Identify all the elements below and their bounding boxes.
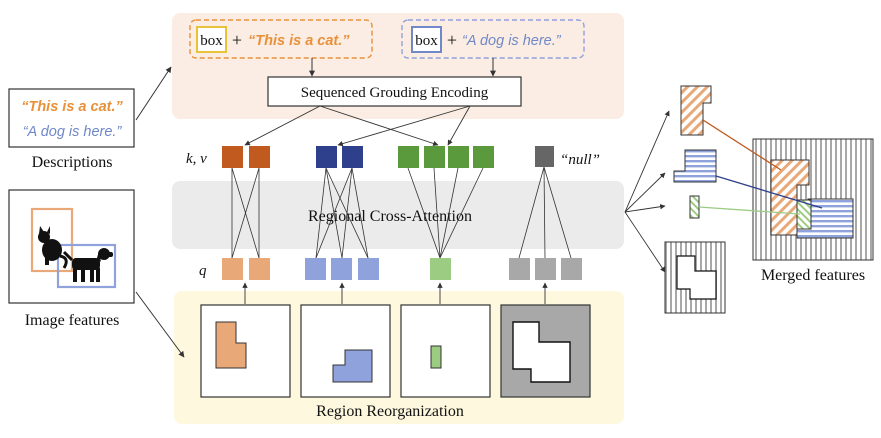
q-token-null-3 (561, 258, 582, 280)
kv-token-green-2 (424, 146, 445, 168)
region-shape-null (512, 321, 571, 383)
null-label: “null” (560, 152, 600, 168)
descriptions-box (8, 88, 135, 148)
region-shape-green (430, 345, 442, 369)
descriptions-label: Descriptions (32, 154, 113, 171)
attention-panel (172, 181, 624, 249)
dog-box-token (411, 26, 442, 53)
cat-box-word: box (200, 33, 223, 49)
feature-patch-cat (680, 85, 712, 136)
kv-tokens (222, 146, 554, 168)
encoder-to-kv-arrows (244, 105, 471, 147)
feature-patch-null (664, 241, 726, 314)
region-shape-cat (215, 321, 247, 369)
region-map-green (400, 304, 491, 398)
cat-bounding-box (30, 207, 74, 273)
cat-plus: + (232, 30, 242, 50)
kv-token-green-3 (448, 146, 469, 168)
cat-grounding-text: “This is a cat.” (248, 33, 350, 49)
merged-region-green (796, 199, 812, 230)
feature-patch-green (689, 195, 700, 219)
dog-grounding-text: “A dog is here.” (462, 33, 562, 49)
q-token-null-2 (535, 258, 556, 280)
cat-silhouette-icon (38, 226, 68, 269)
dog-box-word: box (415, 33, 438, 49)
dog-bounding-box (56, 243, 117, 289)
cat-box-token (196, 26, 227, 53)
kv-token-cat-2 (249, 146, 270, 168)
descriptions-to-encoder-arrow (135, 66, 172, 121)
q-token-null-1 (509, 258, 530, 280)
q-tokens (222, 258, 582, 280)
kv-token-green-1 (398, 146, 419, 168)
image-to-region-arrow (135, 291, 185, 358)
feature-patch-dog (673, 149, 717, 183)
merged-features-label: Merged features (761, 267, 865, 284)
kv-token-dog-2 (342, 146, 363, 168)
region-to-q-arrows (242, 282, 548, 304)
output-arrows (624, 110, 670, 273)
q-token-dog-2 (331, 258, 352, 280)
kv-token-null (535, 146, 554, 167)
merge-connectors (698, 119, 823, 215)
encoder-label: Sequenced Grouding Encoding (301, 85, 489, 101)
region-shape-dog (332, 349, 373, 383)
kv-token-green-4 (473, 146, 494, 168)
q-token-dog-1 (305, 258, 326, 280)
cat-grounding-box (189, 19, 373, 59)
merged-region-cat (770, 159, 810, 236)
kv-token-cat-1 (222, 146, 243, 168)
q-token-cat-2 (249, 258, 270, 280)
q-token-green (430, 258, 451, 280)
description-dog-text: “A dog is here.” (23, 124, 123, 140)
q-label: q (199, 263, 207, 279)
q-token-dog-3 (358, 258, 379, 280)
cross-attention-lines (231, 166, 572, 259)
encoder-block (267, 76, 522, 107)
dog-silhouette-icon (62, 248, 113, 282)
dog-plus: + (447, 30, 457, 50)
description-cat-text: “This is a cat.” (21, 99, 123, 115)
cross-attention-label: Regional Cross-Attention (308, 208, 472, 225)
kv-label: k, v (186, 151, 207, 167)
region-label: Region Reorganization (316, 403, 464, 420)
kv-token-dog-1 (316, 146, 337, 168)
image-features-label: Image features (25, 312, 120, 329)
q-token-cat-1 (222, 258, 243, 280)
